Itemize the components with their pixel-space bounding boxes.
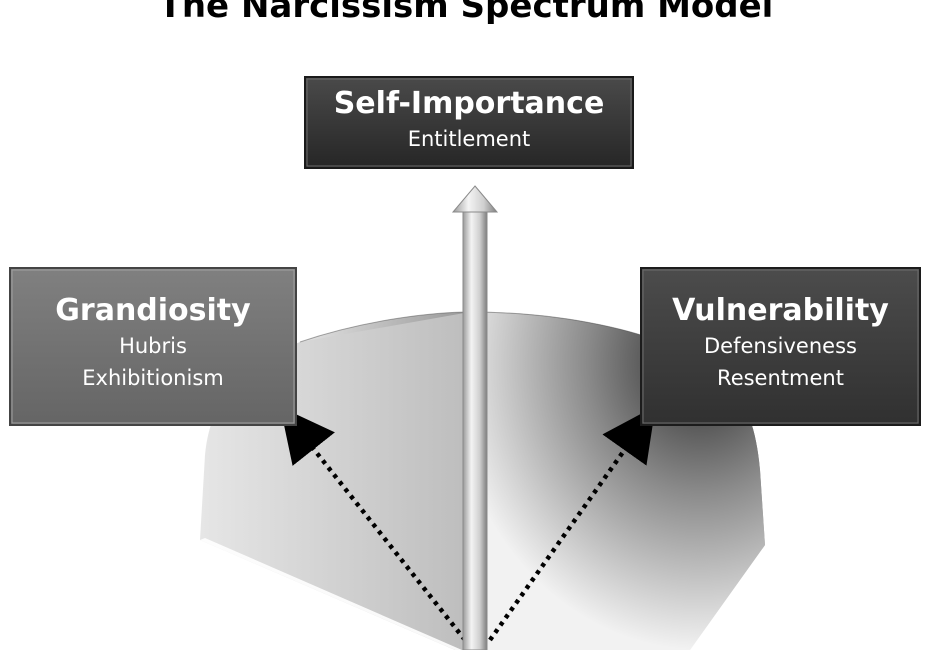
hubris-label: Hubris bbox=[119, 334, 187, 358]
defensiveness-label: Defensiveness bbox=[704, 334, 857, 358]
dotted-arrow-vulnerability bbox=[488, 405, 656, 642]
diagram-title: The Narcissism Spectrum Model bbox=[158, 0, 774, 26]
top-box-shape bbox=[304, 76, 634, 169]
entitlement-label: Entitlement bbox=[407, 127, 531, 151]
self-importance-heading: Self-Importance bbox=[333, 86, 605, 121]
grandiosity-heading: Grandiosity bbox=[55, 293, 251, 328]
self-importance-box: Self-Importance Entitlement bbox=[305, 77, 633, 168]
right-box-shape bbox=[640, 267, 921, 426]
vulnerability-heading: Vulnerability bbox=[672, 293, 889, 328]
vulnerability-box: Vulnerability Defensiveness Resentment bbox=[641, 268, 920, 425]
left-box-shape bbox=[9, 267, 297, 426]
dotted-arrow-grandiosity bbox=[280, 406, 467, 642]
grandiosity-box: Grandiosity Hubris Exhibitionism bbox=[10, 268, 296, 425]
arrow-up-icon bbox=[451, 185, 499, 650]
resentment-label: Resentment bbox=[717, 366, 844, 390]
exhibitionism-label: Exhibitionism bbox=[82, 366, 224, 390]
